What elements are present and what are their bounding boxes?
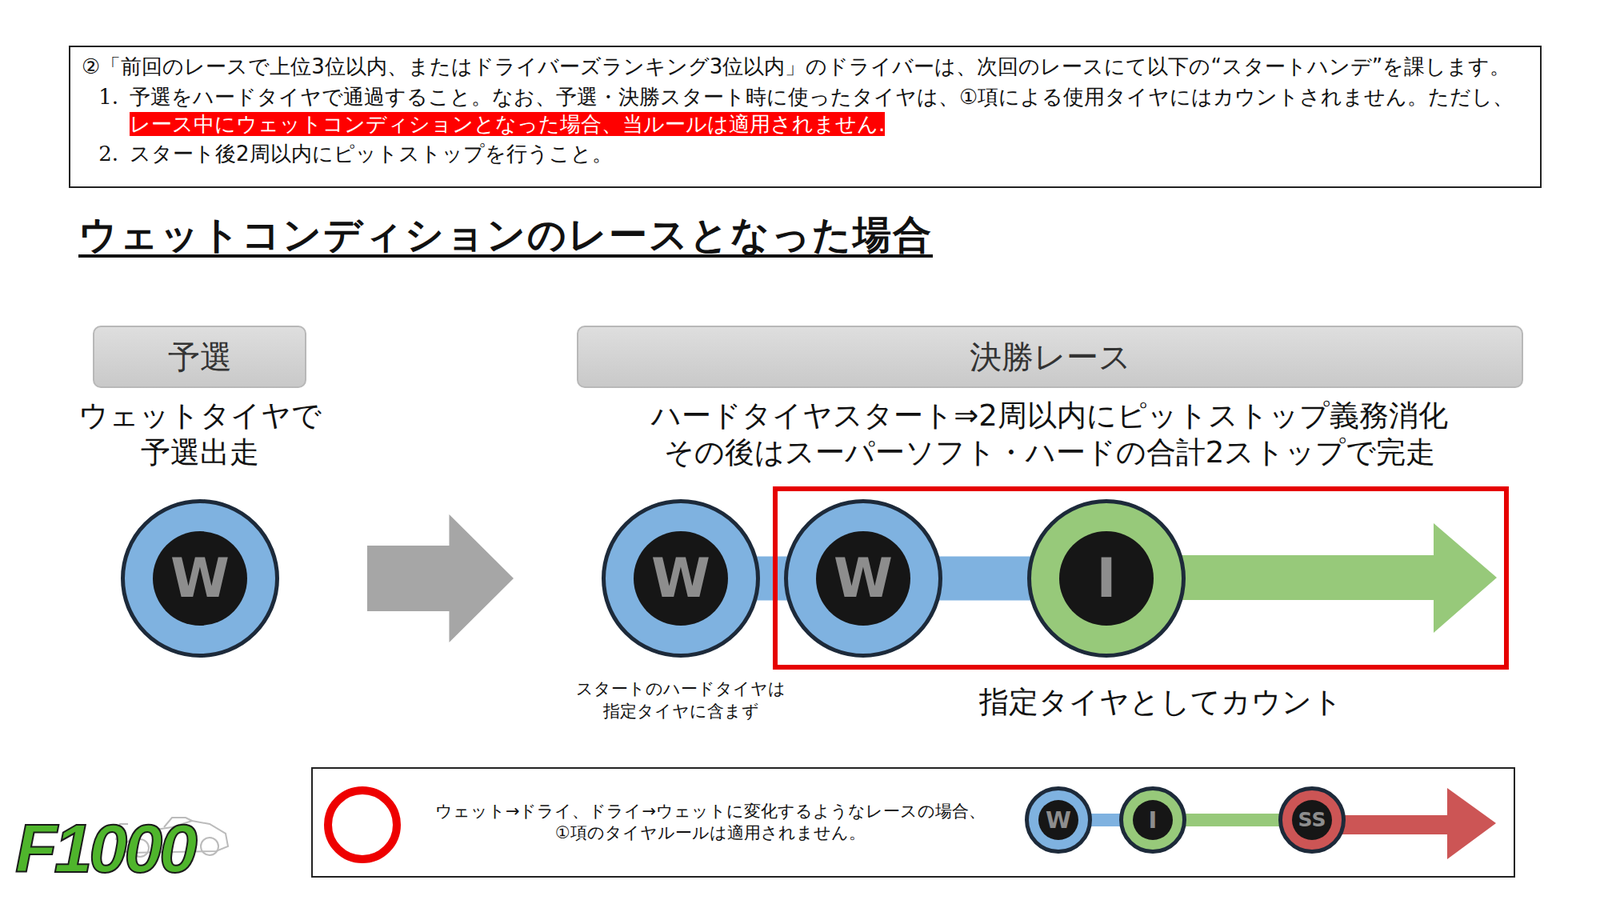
item-body: 予選をハードタイヤで通過すること。なお、予選・決勝スタート時に使ったタイヤは、①… — [129, 84, 1529, 139]
item-number: 1. — [81, 84, 130, 139]
note-text: ウェット→ドライ、ドライ→ウェットに変化するようなレースの場合、 ①項のタイヤル… — [414, 800, 1007, 845]
rule-box: ②「前回のレースで上位3位以内、またはドライバーズランキング3位以内」のドライバ… — [68, 45, 1542, 188]
diagram-title: ウェットコンディションのレースとなった場合 — [78, 209, 933, 261]
tyre-circle: SS — [1278, 786, 1346, 854]
rule-heading: ②「前回のレースで上位3位以内、またはドライバーズランキング3位以内」のドライバ… — [81, 53, 1529, 81]
section-header: 予選 — [92, 325, 307, 388]
label-text: ハードタイヤスタート⇒2周以内にピットストップ義務消化 — [577, 397, 1522, 435]
header-text: 決勝レース — [969, 335, 1132, 380]
label-text: スタートのハードタイヤは 指定タイヤに含まず — [560, 677, 801, 723]
red-ring — [328, 790, 397, 860]
tyre-circle: W — [784, 499, 943, 658]
tyre-circle: I — [1119, 786, 1187, 854]
tyre-letter: W — [816, 531, 912, 627]
logo-text: F1000 — [15, 809, 208, 887]
header-text: 予選 — [168, 335, 232, 380]
green-arrow — [1152, 523, 1497, 633]
count-frame: 指定タイヤとしてカウントWI — [772, 486, 1509, 670]
note-box: ウェット→ドライ、ドライ→ウェットに変化するようなレースの場合、 ①項のタイヤル… — [311, 767, 1516, 878]
rule-item: 2.スタート後2周以内にピットストップを行うこと。 — [81, 140, 1529, 168]
rule-item: 1.予選をハードタイヤで通過すること。なお、予選・決勝スタート時に使ったタイヤは… — [81, 84, 1529, 139]
item-text: 予選をハードタイヤで通過すること。なお、予選・決勝スタート時に使ったタイヤは、①… — [129, 84, 1514, 109]
frame-caption: 指定タイヤとしてカウント — [979, 682, 1343, 723]
highlight-text: レース中にウェットコンディションとなった場合、当ルールは適用されません. — [129, 112, 885, 136]
tyre-letter: W — [633, 531, 729, 627]
tyre-letter: W — [1038, 800, 1079, 840]
item-number: 2. — [81, 140, 130, 168]
tyre-letter: I — [1059, 531, 1155, 627]
tyre-circle: W — [120, 499, 280, 658]
tyre-bar — [1178, 813, 1287, 827]
section-header: 決勝レース — [576, 325, 1524, 388]
item-body: スタート後2周以内にピットストップを行うこと。 — [129, 140, 613, 168]
tyre-letter: I — [1132, 800, 1173, 840]
tyre-letter: W — [152, 531, 248, 627]
tyre-circle: I — [1027, 499, 1186, 658]
tyre-circle: W — [601, 499, 760, 658]
tyre-circle: W — [1024, 786, 1092, 854]
tyre-bar — [934, 556, 1036, 601]
tyre-letter: SS — [1292, 800, 1332, 840]
block-arrow — [367, 514, 514, 643]
label-text: ウェットタイヤで 予選出走 — [64, 397, 336, 472]
item-text: スタート後2周以内にピットストップを行うこと。 — [129, 141, 613, 166]
label-text: その後はスーパーソフト・ハードの合計2ストップで完走 — [577, 434, 1522, 472]
